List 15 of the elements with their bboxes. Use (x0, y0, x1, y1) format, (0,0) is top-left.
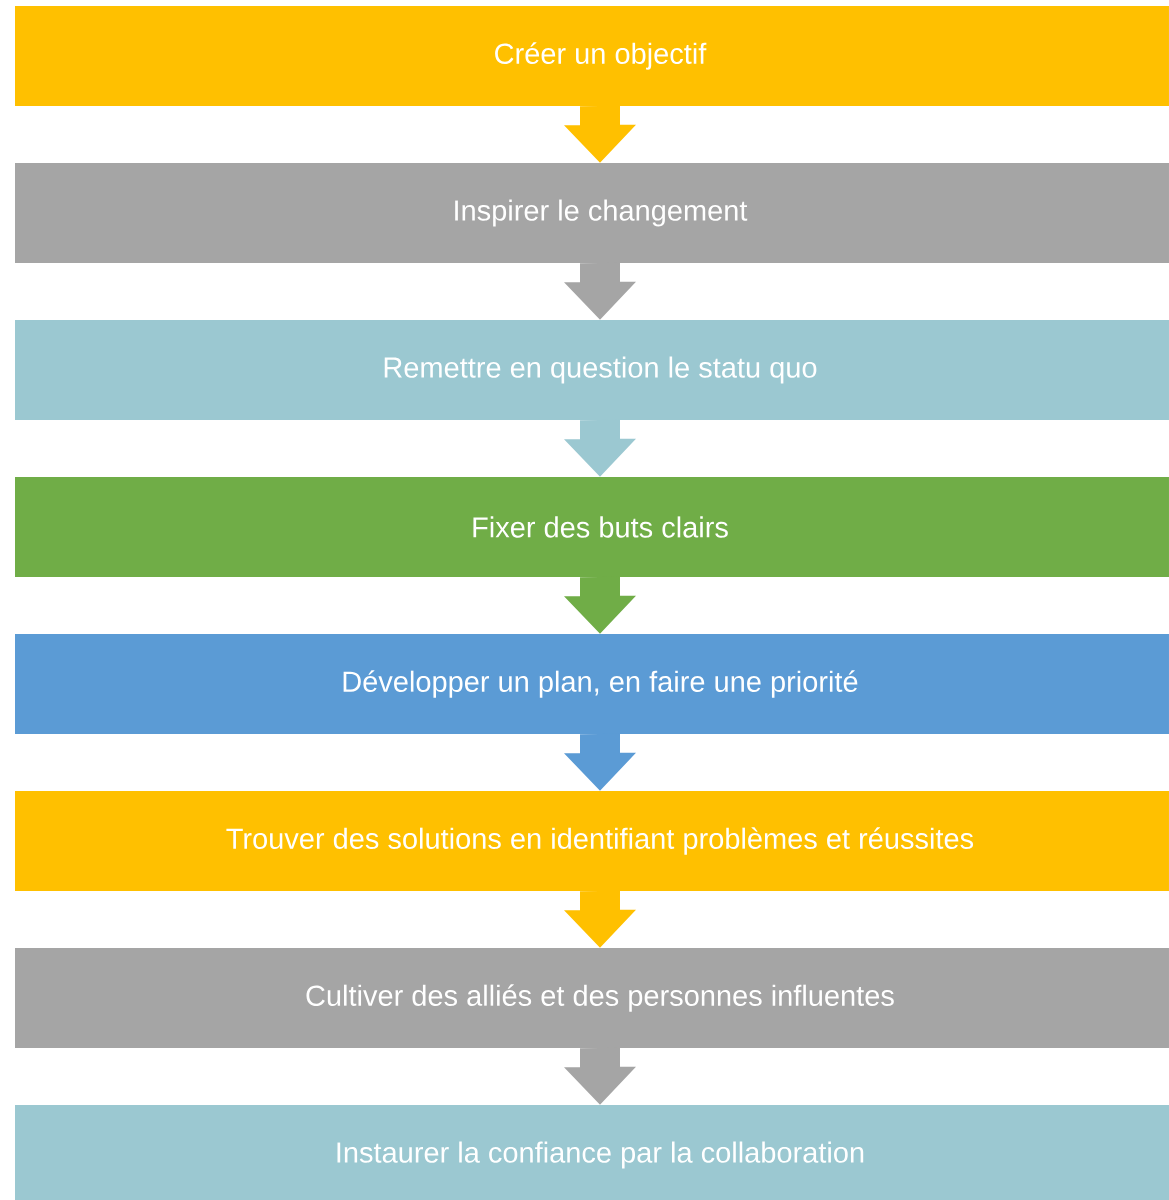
block-arrow (564, 890, 636, 948)
block-arrow (564, 262, 636, 320)
step-box: Cultiver des alliés et des personnes influentes (15, 948, 1169, 1048)
block-arrow (564, 733, 636, 791)
step-box: Créer un objectif (15, 6, 1169, 106)
step-box: Remettre en question le statu quo (15, 320, 1169, 420)
step-box: Trouver des solutions en identifiant problèmes et réussites (15, 791, 1169, 891)
step-box: Fixer des buts clairs (15, 477, 1169, 577)
block-arrow (564, 419, 636, 477)
step-box: Inspirer le changement (15, 163, 1169, 263)
block-arrow (564, 576, 636, 634)
block-arrow (564, 1047, 636, 1105)
step-box: Instaurer la confiance par la collaboration (15, 1105, 1169, 1200)
block-arrow (564, 105, 636, 163)
step-box: Développer un plan, en faire une priorité (15, 634, 1169, 734)
